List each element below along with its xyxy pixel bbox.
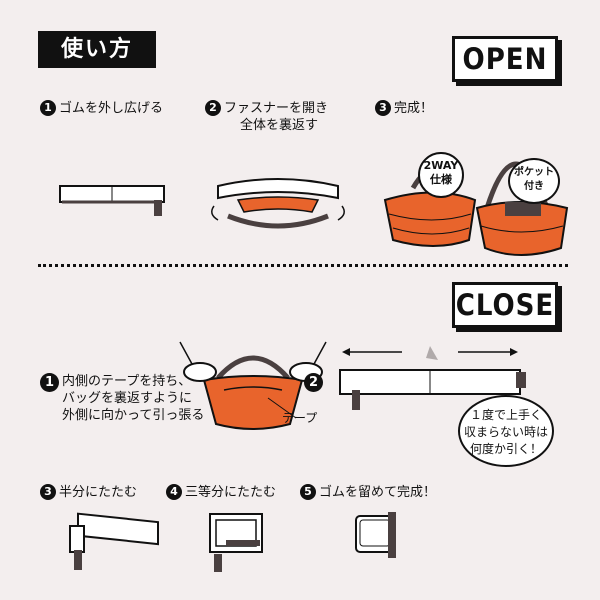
tape-label: テープ: [282, 411, 318, 425]
close-label-box: CLOSE: [452, 282, 558, 328]
band-flat-illustration: [59, 185, 165, 216]
step-number: 5: [300, 484, 316, 500]
two-way-bubble: 2WAY 仕様: [418, 152, 464, 198]
section-divider: [38, 264, 568, 267]
step-text: 半分にたたむ: [59, 485, 138, 500]
page-title: 使い方: [38, 31, 156, 68]
step-number: 2: [304, 373, 323, 392]
hint-line: 収まらない時は: [463, 425, 548, 439]
hands-pulling-illustration: [179, 341, 327, 430]
close-step-5: 5 ゴムを留めて完成！: [300, 484, 436, 501]
hint-bubble: １度で上手く 収まらない時は 何度か引く！: [458, 395, 554, 467]
close-step-4: 4 三等分にたたむ: [166, 484, 276, 501]
finished-pack-illustration: [355, 512, 396, 558]
step-text-line: 内側のテープを持ち、: [62, 374, 192, 389]
step-number: 1: [40, 100, 56, 116]
bubble-line: ポケット: [514, 167, 554, 178]
bag-opening-illustration: [211, 178, 345, 229]
step-text: 三等分にたたむ: [185, 485, 277, 500]
fold-half-illustration: [69, 512, 159, 570]
bubble-line: 仕様: [430, 173, 452, 186]
open-label-box: OPEN: [452, 36, 558, 82]
step-text-line: 外側に向かって引っ張る: [62, 408, 205, 423]
pocket-bubble: ポケット 付き: [508, 158, 560, 204]
step-text: ファスナーを開き 全体を裏返す: [224, 100, 328, 134]
finished-bag-illustration: [383, 161, 569, 256]
step-text: 完成！: [394, 101, 434, 116]
step-number: 3: [375, 100, 391, 116]
open-step-1: 1 ゴムを外し広げる: [40, 100, 163, 117]
step-number: 3: [40, 484, 56, 500]
fold-thirds-illustration: [209, 513, 263, 572]
step-number: 2: [205, 100, 221, 116]
hint-line: 何度か引く！: [469, 442, 542, 456]
open-step-3: 3 完成！: [375, 100, 433, 117]
hint-line: １度で上手く: [469, 408, 542, 422]
bubble-line: 付き: [524, 181, 544, 192]
open-step-2: 2 ファスナーを開き 全体を裏返す: [205, 100, 328, 134]
step-text-line: バッグを裏返すように: [62, 391, 193, 406]
step-text-line: ファスナーを開き: [224, 101, 329, 116]
step-text-line: 全体を裏返す: [240, 118, 319, 133]
close-step-1: 1 内側のテープを持ち、 バッグを裏返すように 外側に向かって引っ張る: [40, 373, 204, 424]
step-number: 1: [40, 373, 59, 392]
band-pulling-illustration: [339, 346, 526, 410]
step-number: 4: [166, 484, 182, 500]
bubble-line: 2WAY: [423, 159, 459, 172]
step-text: ゴムを留めて完成！: [319, 485, 437, 500]
step-text: ゴムを外し広げる: [59, 101, 164, 116]
close-step-2: 2: [304, 373, 326, 392]
step-text: 内側のテープを持ち、 バッグを裏返すように 外側に向かって引っ張る: [62, 373, 204, 424]
close-step-3: 3 半分にたたむ: [40, 484, 137, 501]
